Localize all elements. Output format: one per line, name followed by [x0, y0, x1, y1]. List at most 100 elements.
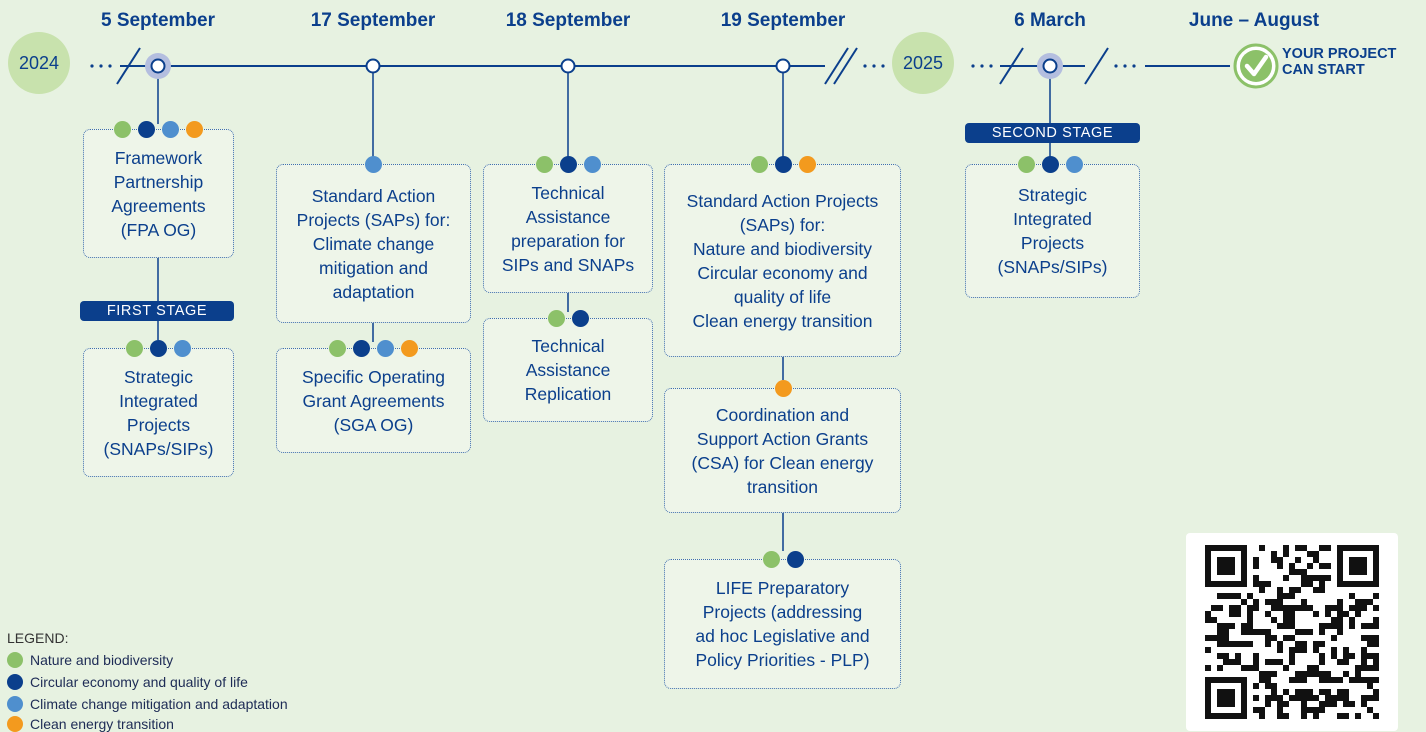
card-text-line: transition	[746, 476, 818, 497]
nature-dot	[113, 120, 131, 138]
date-label: 18 September	[505, 10, 631, 31]
nature-dot	[125, 339, 143, 357]
card-text-line: Grant Agreements	[302, 390, 445, 411]
legend-swatch	[7, 674, 23, 690]
card-text-line: (SAPs) for:	[739, 214, 826, 235]
milestone-node	[365, 58, 791, 74]
climate-dot	[583, 155, 601, 173]
card-text-line: LIFE Preparatory	[715, 578, 850, 598]
circular-dot	[149, 339, 167, 357]
milestone-node-highlight	[1037, 53, 1063, 79]
climate-dot	[1065, 155, 1083, 173]
card-text-line: preparation for	[511, 230, 625, 251]
card-text-line: Assistance	[525, 206, 611, 227]
card-text-line: mitigation and	[319, 257, 428, 278]
nature-dot	[762, 550, 780, 568]
card-text-line: Assistance	[525, 360, 611, 380]
nature-dot	[547, 309, 565, 327]
legend-swatch	[7, 716, 23, 732]
legend-item: Circular economy and quality of life	[7, 674, 248, 690]
circular-dot	[786, 550, 804, 568]
card-text-line: quality of life	[733, 286, 832, 307]
date-label: 6 March	[1014, 10, 1086, 31]
check-icon	[1233, 43, 1279, 89]
legend-item: Clean energy transition	[7, 716, 174, 732]
card-text-line: Clean energy transition	[692, 310, 873, 331]
legend-title: LEGEND:	[7, 630, 69, 646]
card-text-line: Support Action Grants	[696, 428, 869, 449]
card-text-line: (SNAPs/SIPs)	[103, 438, 214, 459]
date-label: 5 September	[100, 10, 216, 31]
timeline-break-marks	[116, 47, 1109, 85]
card-text-line: Projects (SAPs) for:	[296, 209, 451, 230]
legend-swatch	[7, 696, 23, 712]
circular-dot	[1041, 155, 1059, 173]
card-text-line: Standard Action	[311, 185, 436, 206]
energy-dot	[774, 379, 792, 397]
first-stage-badge: FIRST STAGE	[80, 301, 234, 321]
card-text-line: (SGA OG)	[333, 414, 414, 435]
card-text-line: Partnership	[113, 171, 204, 192]
card-text-line: Technical	[531, 182, 605, 203]
project-start-label: YOUR PROJECT CAN START	[1282, 46, 1396, 78]
card-text-line: Standard Action Projects	[686, 190, 879, 211]
energy-dot	[185, 120, 203, 138]
energy-dot	[400, 339, 418, 357]
project-start-line: YOUR PROJECT	[1282, 46, 1397, 62]
nature-dot	[328, 339, 346, 357]
card-text-line: Projects	[126, 414, 191, 435]
legend-swatch	[7, 652, 23, 668]
card-text-line: (FPA OG)	[120, 219, 197, 240]
card-text-line: Projects	[1020, 233, 1085, 253]
year-2025: 2025	[892, 32, 954, 94]
timeline-ellipsis	[90, 64, 1136, 68]
project-start-line: CAN START	[1282, 62, 1365, 78]
milestone-node-highlight	[145, 53, 171, 79]
card-text-line: Agreements	[111, 195, 206, 216]
card-text-line: Strategic	[1017, 185, 1088, 205]
card-text-line: Specific Operating	[302, 366, 445, 387]
card-text-line: (CSA) for Clean energy	[691, 452, 874, 473]
card-text-line: Nature and biodiversity	[693, 238, 872, 259]
card-text-line: ad hoc Legislative and	[695, 626, 870, 646]
nature-dot	[535, 155, 553, 173]
card-text-line: Strategic	[123, 366, 194, 387]
card-text-line: Technical	[531, 336, 605, 356]
nature-dot	[750, 155, 768, 173]
legend-label: Climate change mitigation and adaptation	[30, 696, 288, 712]
qr-code[interactable]	[1186, 533, 1398, 731]
circular-dot	[571, 309, 589, 327]
date-label: June – August	[1188, 10, 1320, 31]
card-text-line: Policy Priorities - PLP)	[695, 650, 870, 670]
legend-label: Clean energy transition	[30, 716, 174, 732]
card-text-line: Projects (addressing	[702, 602, 863, 622]
year-2024: 2024	[8, 32, 70, 94]
climate-dot	[376, 339, 394, 357]
card-text-line: Integrated	[119, 390, 198, 411]
circular-dot	[774, 155, 792, 173]
card-text-line: SIPs and SNAPs	[501, 254, 635, 275]
energy-dot	[798, 155, 816, 173]
climate-dot	[161, 120, 179, 138]
nature-dot	[1017, 155, 1035, 173]
second-stage-badge: SECOND STAGE	[965, 123, 1140, 143]
climate-dot	[364, 155, 382, 173]
card-text-line: adaptation	[332, 281, 415, 302]
card-text-line: Climate change	[312, 233, 435, 254]
card-text-line: Circular economy and	[697, 262, 868, 283]
card-text-line: Framework	[114, 147, 203, 168]
card-text-line: Replication	[524, 384, 612, 404]
legend-label: Nature and biodiversity	[30, 652, 174, 668]
date-label: 19 September	[720, 10, 846, 31]
date-label: 17 September	[310, 10, 436, 31]
